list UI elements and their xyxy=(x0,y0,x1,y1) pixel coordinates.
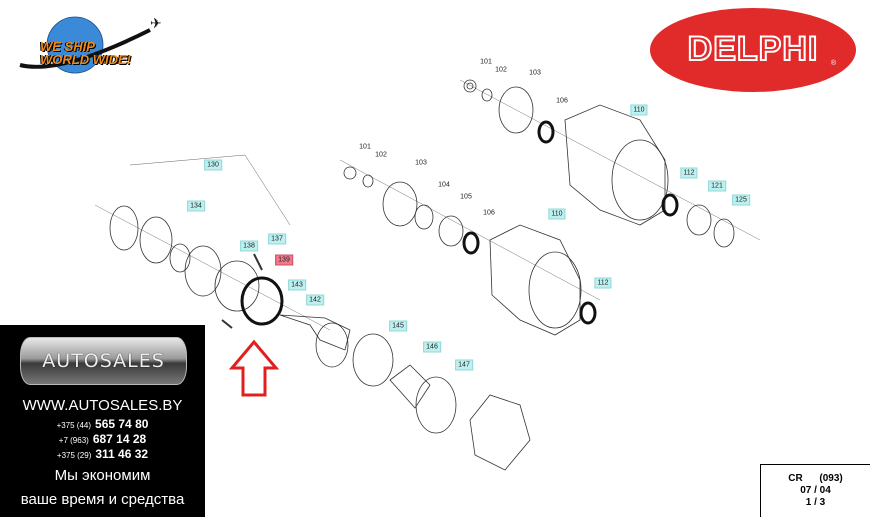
seal-112 xyxy=(661,193,679,217)
gasket-146 xyxy=(389,364,431,409)
part-label-145[interactable]: 145 xyxy=(389,320,407,332)
title-block-line-1: CR (093) xyxy=(788,473,843,484)
part-label-142[interactable]: 142 xyxy=(306,294,324,306)
seal-106 xyxy=(537,120,555,144)
part-label-125[interactable]: 125 xyxy=(732,194,750,206)
part-label-139[interactable]: 139 xyxy=(275,254,293,266)
ad-url[interactable]: WWW.AUTOSALES.BY xyxy=(22,397,183,414)
part-label-134[interactable]: 134 xyxy=(187,200,205,212)
part-label-101[interactable]: 101 xyxy=(359,143,371,151)
title-block-line-3: 1 / 3 xyxy=(805,497,826,508)
delphi-logo: DELPHI ® xyxy=(650,8,856,92)
part-label-106[interactable]: 106 xyxy=(556,97,568,105)
phone-1: +375 (44)565 74 80 xyxy=(0,417,205,431)
part-label-147[interactable]: 147 xyxy=(455,359,473,371)
part-label-137[interactable]: 137 xyxy=(268,233,286,245)
phone-code: +375 (44) xyxy=(56,421,92,430)
ring-138 xyxy=(214,260,260,312)
housing-110 xyxy=(564,104,666,226)
highlight-arrow-icon xyxy=(228,339,280,397)
phone-3: +375 (29)311 46 32 xyxy=(0,447,205,461)
part-label-101[interactable]: 101 xyxy=(480,58,492,66)
part-label-104[interactable]: 104 xyxy=(438,181,450,189)
autosales-button[interactable]: AUTOSALES xyxy=(20,337,187,385)
part-label-112[interactable]: 112 xyxy=(680,167,698,179)
part-label-130[interactable]: 130 xyxy=(204,159,222,171)
part-label-143[interactable]: 143 xyxy=(288,279,306,291)
part-label-110[interactable]: 110 xyxy=(548,208,566,220)
part-label-121[interactable]: 121 xyxy=(708,180,726,192)
phone-2: +7 (963)687 14 28 xyxy=(0,432,205,446)
phone-number: 311 46 32 xyxy=(95,447,149,461)
nut-101 xyxy=(463,79,477,93)
housing-110-b xyxy=(489,224,581,336)
part-label-106[interactable]: 106 xyxy=(483,209,495,217)
globe-icon xyxy=(46,16,104,74)
part-label-103[interactable]: 103 xyxy=(529,69,541,77)
part-label-138[interactable]: 138 xyxy=(240,240,258,252)
seal-139 xyxy=(240,276,284,326)
autosales-ad: AUTOSALES WWW.AUTOSALES.BY +375 (44)565 … xyxy=(0,325,205,517)
title-block-line-2: 07 / 04 xyxy=(800,485,831,496)
bearing-121 xyxy=(686,204,712,236)
plate-103 xyxy=(498,86,534,134)
airplane-icon: ✈ xyxy=(150,15,162,31)
part-label-146[interactable]: 146 xyxy=(423,341,441,353)
cover-130 xyxy=(109,205,139,251)
ring-147 xyxy=(415,376,457,434)
part-label-112[interactable]: 112 xyxy=(594,277,612,289)
phone-code: +375 (29) xyxy=(56,451,92,460)
phone-code: +7 (963) xyxy=(58,436,89,445)
nut-101-b xyxy=(343,166,357,180)
registered-mark: ® xyxy=(830,60,836,67)
part-label-102[interactable]: 102 xyxy=(375,151,387,159)
ring-145 xyxy=(352,333,394,387)
phone-number: 565 74 80 xyxy=(95,417,149,431)
part-label-110[interactable]: 110 xyxy=(630,104,648,116)
end-cover xyxy=(469,394,531,471)
title-block: CR (093) 07 / 04 1 / 3 xyxy=(760,464,870,517)
ring-125 xyxy=(713,218,735,248)
part-label-103[interactable]: 103 xyxy=(415,159,427,167)
phone-number: 687 14 28 xyxy=(92,432,147,446)
part-label-105[interactable]: 105 xyxy=(460,193,472,201)
part-label-102[interactable]: 102 xyxy=(495,66,507,74)
ad-slogan-2: ваше время и средства xyxy=(20,491,185,508)
ad-slogan-1: Мы экономим xyxy=(54,467,151,484)
shaft-142 xyxy=(279,314,351,351)
washer-102 xyxy=(481,88,493,102)
autosales-button-label: AUTOSALES xyxy=(42,350,165,372)
delphi-wordmark: DELPHI xyxy=(687,29,819,69)
